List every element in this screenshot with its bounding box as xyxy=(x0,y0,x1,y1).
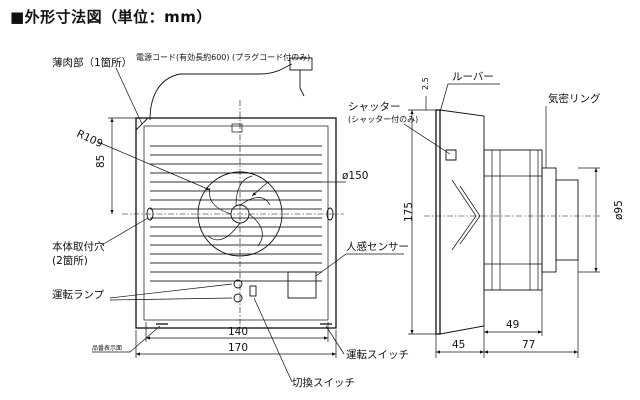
dim-95-label: ø95 xyxy=(613,200,625,220)
page-title: ■外形寸法図（単位：mm） xyxy=(10,8,212,26)
plug xyxy=(289,57,313,71)
mount-hole-right xyxy=(326,207,334,221)
shutter-note: (シャッター付のみ) xyxy=(348,114,418,124)
thin-part-label: 薄肉部（1箇所） xyxy=(52,56,132,69)
body-outline xyxy=(439,109,485,335)
dim-45-label: 45 xyxy=(452,339,465,351)
mount-hole-left xyxy=(146,207,154,221)
dim-77-label: 77 xyxy=(522,339,535,351)
run-lamp-2 xyxy=(233,293,243,303)
dim-170-label: 170 xyxy=(228,342,248,354)
run-switch-label: 運転スイッチ xyxy=(346,349,409,361)
mode-switch xyxy=(249,285,257,297)
plug-prong xyxy=(299,70,305,97)
dim-r109-label: R109 xyxy=(75,128,105,150)
dim-175-label: 175 xyxy=(403,202,415,222)
side-view xyxy=(424,109,600,335)
front-view xyxy=(122,57,344,330)
mount-hole-label: 本体取付穴 xyxy=(52,240,105,253)
shutter-part xyxy=(445,149,457,161)
run-lamp-1 xyxy=(233,279,243,289)
dim-2-5-label: 2.5 xyxy=(421,77,430,90)
dim-150-label: ø150 xyxy=(342,170,368,182)
run-lamp-label: 運転ランプ xyxy=(52,289,105,301)
dim-140-label: 140 xyxy=(228,326,248,338)
dim-49-label: 49 xyxy=(506,319,519,331)
mount-hole-count: (2箇所) xyxy=(52,254,88,267)
airtight-ring-label: 気密リング xyxy=(548,92,601,105)
side-dimensions: 175 2.5 ø95 49 45 77 xyxy=(403,77,625,358)
front-outer-frame xyxy=(135,117,337,329)
grill xyxy=(150,145,322,282)
airtight-ring xyxy=(541,167,557,273)
louver-panel xyxy=(435,109,441,335)
top-tab xyxy=(231,123,243,133)
power-cord xyxy=(149,63,293,121)
shutter-label: シャッター xyxy=(348,101,401,113)
human-sensor-label: 人感センサー xyxy=(346,240,409,253)
dim-85-label: 85 xyxy=(95,155,107,168)
side-callouts: ルーバー シャッター (シャッター付のみ) 気密リング xyxy=(348,71,601,168)
louver-label: ルーバー xyxy=(452,71,494,83)
front-callouts: 薄肉部（1箇所） 電源コード(有効長約600) (プラグコード付のみ) 本体取付… xyxy=(52,52,409,389)
rating-label: 品番表示面 xyxy=(92,344,122,352)
front-dimensions: 85 R109 ø150 140 170 xyxy=(75,117,368,358)
human-sensor-window xyxy=(287,271,317,299)
motor-housing xyxy=(483,149,543,291)
duct-adapter xyxy=(555,179,579,261)
front-inner-frame xyxy=(143,125,329,321)
mode-switch-label: 切換スイッチ xyxy=(292,377,355,389)
power-cord-label: 電源コード(有効長約600) (プラグコード付のみ) xyxy=(136,52,310,62)
